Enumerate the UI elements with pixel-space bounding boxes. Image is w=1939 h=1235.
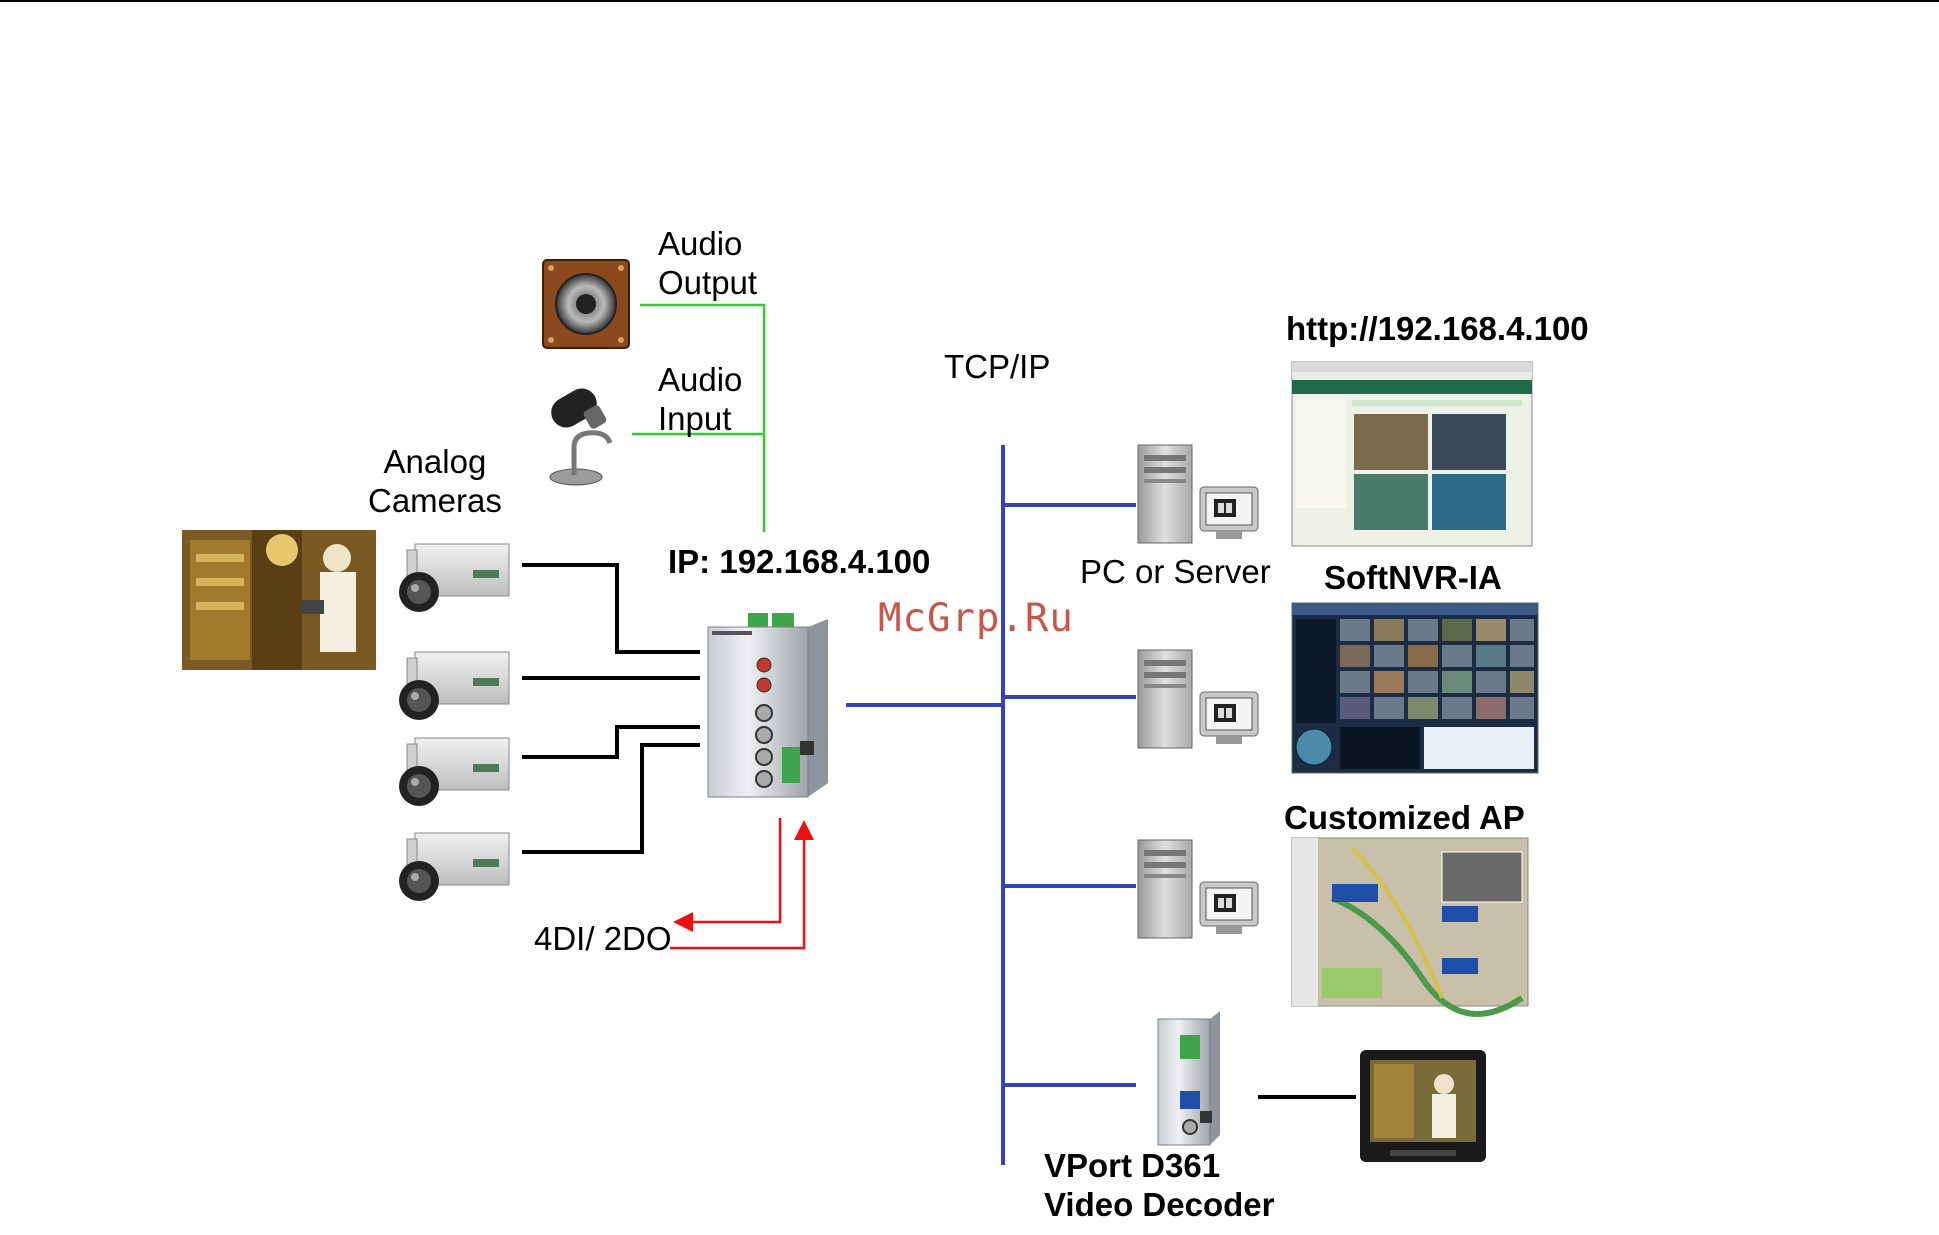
device-ip-label: IP: 192.168.4.100 bbox=[668, 542, 930, 581]
video-server-icon bbox=[708, 613, 828, 797]
camera-icon bbox=[399, 544, 509, 612]
softnvr-screenshot bbox=[1292, 603, 1538, 773]
audio-input-label: Audio Input bbox=[658, 360, 742, 438]
tv-monitor-icon bbox=[1360, 1050, 1486, 1162]
dio-lines bbox=[670, 818, 804, 948]
camera-icon bbox=[399, 652, 509, 720]
dio-label: 4DI/ 2DO bbox=[534, 919, 672, 958]
audio-output-label-line2: Output bbox=[658, 263, 757, 302]
computer-icon bbox=[1138, 445, 1258, 543]
audio-output-label: Audio Output bbox=[658, 224, 757, 302]
web-url-label: http://192.168.4.100 bbox=[1286, 309, 1589, 348]
watermark: McGrp.Ru bbox=[878, 596, 1074, 641]
analog-cameras-label-line2: Cameras bbox=[368, 481, 502, 520]
camera-cables bbox=[522, 565, 700, 852]
audio-input-label-line2: Input bbox=[658, 399, 742, 438]
computer-icon bbox=[1138, 840, 1258, 938]
audio-input-label-line1: Audio bbox=[658, 360, 742, 399]
camera-icon bbox=[399, 833, 509, 901]
decoder-label: VPort D361 Video Decoder bbox=[1044, 1146, 1274, 1224]
video-decoder-icon bbox=[1158, 1011, 1220, 1145]
pc-server-label: PC or Server bbox=[1080, 552, 1271, 591]
decoder-label-line2: Video Decoder bbox=[1044, 1185, 1274, 1224]
decoder-label-line1: VPort D361 bbox=[1044, 1146, 1274, 1185]
web-page-screenshot bbox=[1292, 362, 1532, 546]
analog-cameras-label-line1: Analog bbox=[368, 442, 502, 481]
speaker-icon bbox=[543, 260, 629, 348]
custom-ap-screenshot bbox=[1292, 838, 1528, 1014]
analog-cameras-label: Analog Cameras bbox=[368, 442, 502, 520]
tcp-ip-label: TCP/IP bbox=[944, 347, 1050, 386]
camera-icon bbox=[399, 738, 509, 806]
microphone-icon bbox=[546, 383, 610, 485]
site-photo bbox=[182, 530, 376, 670]
customized-ap-label: Customized AP bbox=[1284, 798, 1525, 837]
audio-output-label-line1: Audio bbox=[658, 224, 757, 263]
softnvr-label: SoftNVR-IA bbox=[1324, 558, 1502, 597]
computer-icon bbox=[1138, 650, 1258, 748]
